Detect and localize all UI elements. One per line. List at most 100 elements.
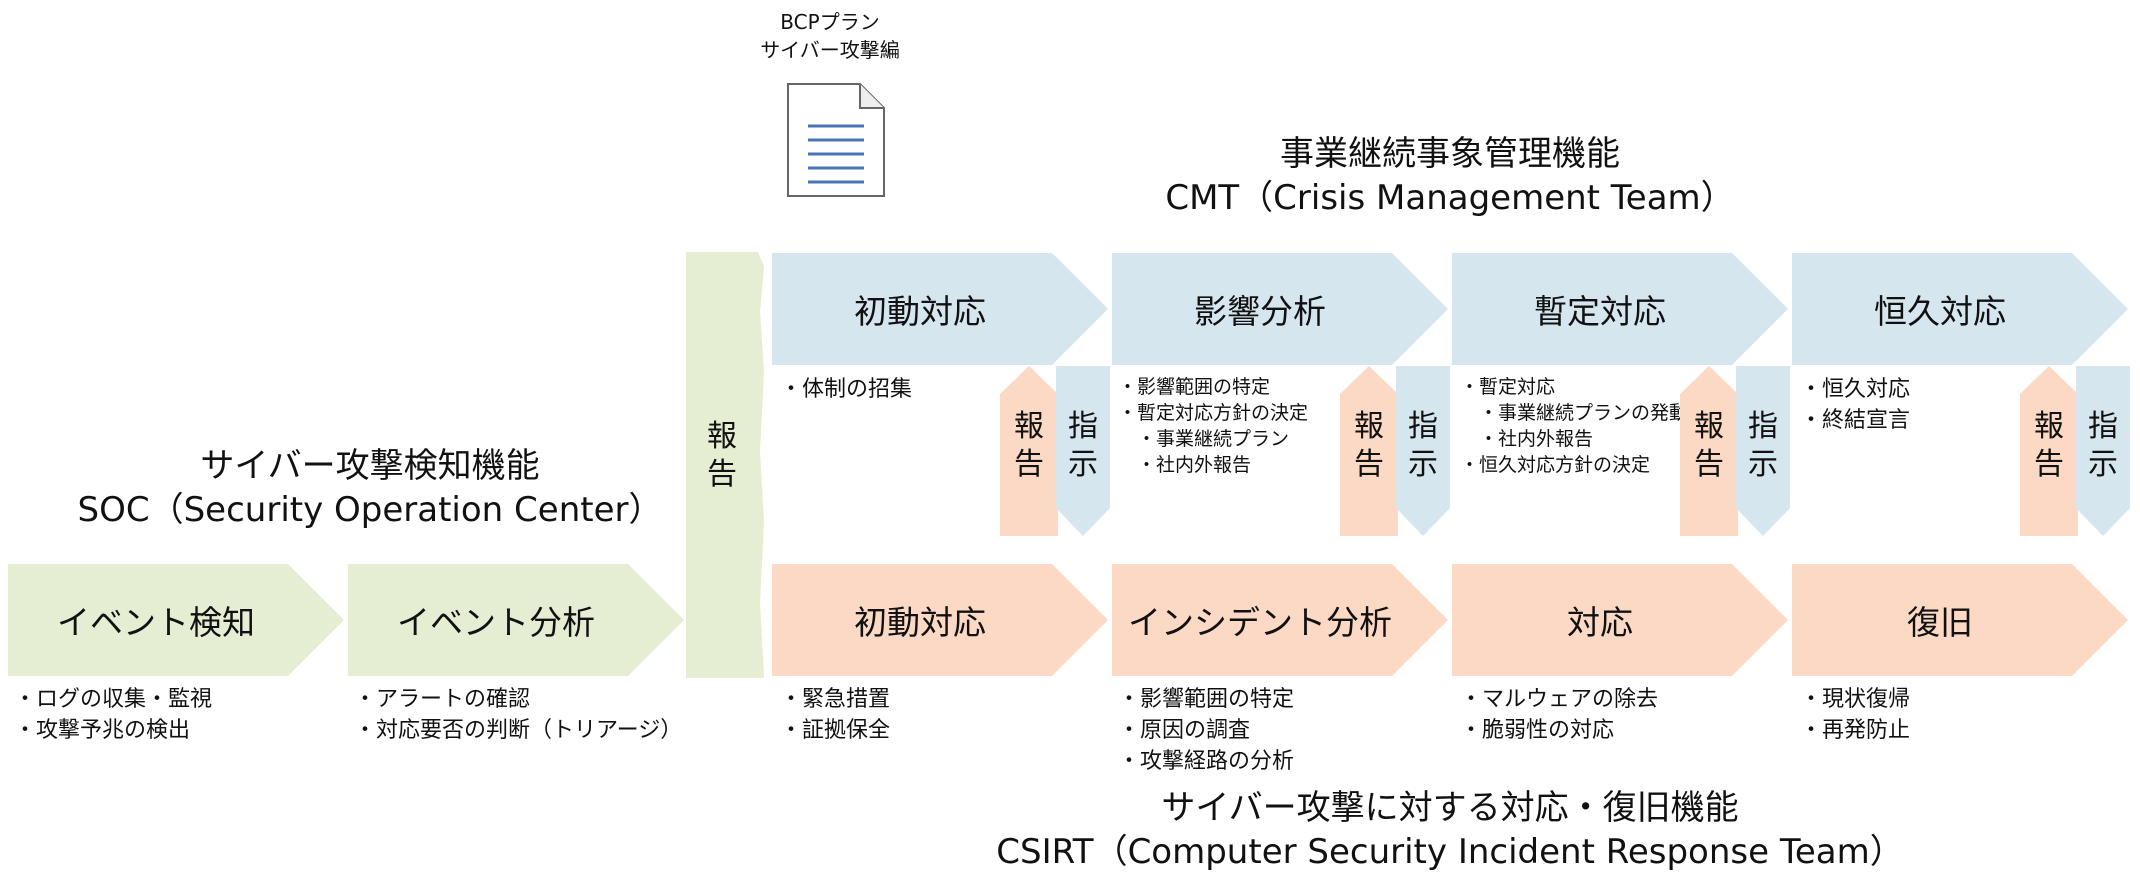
list-item: ・事業継続プランの発動 — [1460, 402, 1689, 424]
csirt-phase-2: インシデント分析 — [1112, 564, 1448, 676]
list-item: ・社内外報告 — [1460, 428, 1594, 450]
csirt-title-text: サイバー攻撃に対する対応・復旧機能 — [1161, 788, 1739, 828]
cmt-phase-2: 影響分析 — [1112, 253, 1448, 365]
list-item: ・暫定対応 — [1460, 376, 1556, 398]
report-char: 告 — [1014, 447, 1044, 482]
cmt-title: 事業継続事象管理機能 CMT（Crisis Management Team） — [1050, 132, 1850, 220]
report-char: 告 — [1694, 447, 1724, 482]
list-item: ・証拠保全 — [780, 718, 891, 743]
report-char: 報 — [1354, 409, 1384, 444]
list-item: ・影響範囲の特定 — [1118, 376, 1271, 398]
instruct-down-arrow-1 — [1056, 366, 1110, 536]
document-icon — [787, 83, 885, 197]
list-item: ・脆弱性の対応 — [1460, 718, 1615, 743]
report-bar-char-2: 告 — [707, 457, 737, 492]
list-item: ・社内外報告 — [1118, 454, 1252, 476]
report-up-label-4: 報 告 — [2020, 408, 2078, 484]
cmt-phase-3-label: 暫定対応 — [1534, 292, 1666, 331]
report-up-label-3: 報 告 — [1680, 408, 1738, 484]
csirt-phase-3-label: 対応 — [1567, 603, 1633, 642]
soc-title: サイバー攻撃検知機能 SOC（Security Operation Center… — [0, 444, 740, 532]
cmt-phase-1-items: ・体制の招集 — [780, 374, 912, 405]
csirt-phase-3: 対応 — [1452, 564, 1788, 676]
cmt-title-text: 事業継続事象管理機能 — [1280, 134, 1620, 174]
instruct-char: 指 — [1748, 409, 1778, 444]
soc-phase-1-items: ・ログの収集・監視 ・攻撃予兆の検出 — [14, 684, 212, 746]
csirt-phase-4-label: 復旧 — [1907, 603, 1973, 642]
soc-phase-2: イベント分析 — [348, 564, 684, 676]
list-item: ・事業継続プラン — [1118, 428, 1290, 450]
list-item: ・原因の調査 — [1118, 718, 1251, 743]
instruct-char: 指 — [1408, 409, 1438, 444]
instruct-char: 示 — [1408, 447, 1438, 482]
instruct-down-arrow-4 — [2076, 366, 2130, 536]
bcp-label-line2: サイバー攻撃編 — [760, 38, 900, 62]
instruct-char: 示 — [1068, 447, 1098, 482]
list-item: ・暫定対応方針の決定 — [1118, 402, 1309, 424]
instruct-char: 示 — [2088, 447, 2118, 482]
bcp-label: BCPプラン サイバー攻撃編 — [730, 8, 930, 64]
report-up-label-1: 報 告 — [1000, 408, 1058, 484]
csirt-phase-1-items: ・緊急措置 ・証拠保全 — [780, 684, 890, 746]
report-char: 報 — [1014, 409, 1044, 444]
soc-phase-2-items: ・アラートの確認 ・対応要否の判断（トリアージ） — [354, 684, 682, 746]
soc-phase-1-label: イベント検知 — [57, 603, 255, 642]
csirt-phase-4-items: ・現状復帰 ・再発防止 — [1800, 684, 1910, 746]
list-item: ・終結宣言 — [1800, 408, 1911, 433]
cmt-phase-1-label: 初動対応 — [854, 292, 986, 331]
list-item: ・攻撃予兆の検出 — [14, 718, 191, 743]
cmt-phase-4: 恒久対応 — [1792, 253, 2128, 365]
instruct-char: 指 — [1068, 409, 1098, 444]
report-char: 告 — [1354, 447, 1384, 482]
soc-subtitle-text: SOC（Security Operation Center） — [77, 490, 663, 530]
csirt-phase-2-label: インシデント分析 — [1128, 603, 1392, 642]
list-item: ・緊急措置 — [780, 687, 891, 712]
list-item: ・ログの収集・監視 — [14, 687, 213, 712]
report-up-arrow-3 — [1680, 366, 1738, 536]
instruct-char: 示 — [1748, 447, 1778, 482]
soc-title-text: サイバー攻撃検知機能 — [200, 446, 540, 486]
instruct-down-arrow-3 — [1736, 366, 1790, 536]
csirt-phase-4: 復旧 — [1792, 564, 2128, 676]
list-item: ・恒久対応方針の決定 — [1460, 454, 1651, 476]
soc-phase-1: イベント検知 — [8, 564, 344, 676]
cmt-phase-3: 暫定対応 — [1452, 253, 1788, 365]
cmt-phase-3-items: ・暫定対応 ・事業継続プランの発動 ・社内外報告 ・恒久対応方針の決定 — [1460, 374, 1688, 478]
report-char: 報 — [2034, 409, 2064, 444]
list-item: ・アラートの確認 — [354, 687, 531, 712]
instruct-char: 指 — [2088, 409, 2118, 444]
report-char: 報 — [1694, 409, 1724, 444]
csirt-phase-3-items: ・マルウェアの除去 ・脆弱性の対応 — [1460, 684, 1658, 746]
csirt-phase-1-label: 初動対応 — [854, 603, 986, 642]
csirt-phase-1: 初動対応 — [772, 564, 1108, 676]
bcp-label-line1: BCPプラン — [780, 10, 880, 34]
list-item: ・再発防止 — [1800, 718, 1911, 743]
report-up-label-2: 報 告 — [1340, 408, 1398, 484]
list-item: ・現状復帰 — [1800, 687, 1911, 712]
report-up-arrow-4 — [2020, 366, 2078, 536]
cmt-phase-4-label: 恒久対応 — [1874, 292, 2006, 331]
report-up-arrow-2 — [1340, 366, 1398, 536]
soc-phase-2-label: イベント分析 — [397, 603, 595, 642]
csirt-title: サイバー攻撃に対する対応・復旧機能 CSIRT（Computer Securit… — [950, 786, 1950, 874]
cmt-subtitle-text: CMT（Crisis Management Team） — [1165, 178, 1735, 218]
report-bar-char-1: 報 — [707, 419, 737, 454]
instruct-down-label-4: 指 示 — [2076, 408, 2130, 484]
list-item: ・恒久対応 — [1800, 377, 1911, 402]
list-item: ・攻撃経路の分析 — [1118, 749, 1295, 774]
instruct-down-arrow-2 — [1396, 366, 1450, 536]
list-item: ・影響範囲の特定 — [1118, 687, 1295, 712]
cmt-phase-1: 初動対応 — [772, 253, 1108, 365]
instruct-down-label-1: 指 示 — [1056, 408, 1110, 484]
instruct-down-label-3: 指 示 — [1736, 408, 1790, 484]
cmt-phase-2-items: ・影響範囲の特定 ・暫定対応方針の決定 ・事業継続プラン ・社内外報告 — [1118, 374, 1308, 478]
instruct-down-label-2: 指 示 — [1396, 408, 1450, 484]
csirt-phase-2-items: ・影響範囲の特定 ・原因の調査 ・攻撃経路の分析 — [1118, 684, 1294, 777]
list-item: ・マルウェアの除去 — [1460, 687, 1659, 712]
cmt-phase-2-label: 影響分析 — [1194, 292, 1326, 331]
list-item: ・対応要否の判断（トリアージ） — [354, 718, 683, 743]
report-bar — [686, 252, 764, 678]
report-up-arrow-1 — [1000, 366, 1058, 536]
list-item: ・体制の招集 — [780, 377, 913, 402]
report-bar-label: 報 告 — [686, 418, 758, 494]
